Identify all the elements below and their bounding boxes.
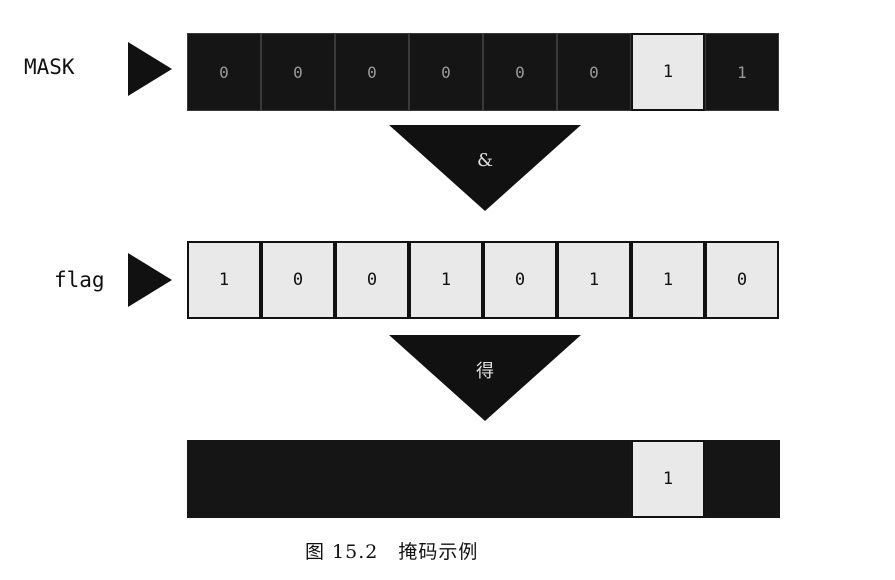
mask-bit-cell: 0 (409, 33, 483, 111)
flag-pointer-arrow (128, 253, 172, 307)
result-bit-cell (335, 440, 409, 518)
result-bit-cell (557, 440, 631, 518)
flag-bit-cell: 0 (705, 241, 779, 319)
result-bit-cell (187, 440, 261, 518)
mask-bit-cell: 0 (483, 33, 557, 111)
mask-bit-cell: 0 (557, 33, 631, 111)
result-operator-symbol: 得 (476, 361, 494, 382)
result-bit-row: 1 (187, 440, 780, 518)
result-bit-cell (705, 440, 779, 518)
and-operator-symbol: & (476, 150, 494, 171)
flag-bit-cell: 0 (335, 241, 409, 319)
mask-pointer-arrow (128, 42, 172, 96)
result-bit-cell (409, 440, 483, 518)
flag-label: flag (54, 268, 105, 292)
mask-bit-cell: 1 (705, 33, 779, 111)
flag-bit-cell: 1 (557, 241, 631, 319)
result-operator-triangle (389, 335, 581, 421)
flag-bit-cell: 1 (631, 241, 705, 319)
result-bit-cell (261, 440, 335, 518)
figure-caption: 图 15.2 掩码示例 (305, 541, 479, 563)
mask-label: MASK (24, 55, 75, 79)
and-operator-triangle (389, 125, 581, 211)
mask-bit-cell: 0 (187, 33, 261, 111)
mask-bit-cell: 0 (261, 33, 335, 111)
flag-bit-cell: 0 (483, 241, 557, 319)
mask-bit-cell: 1 (631, 33, 705, 111)
flag-bit-cell: 1 (409, 241, 483, 319)
result-bit-cell: 1 (631, 440, 705, 518)
result-bit-cell (483, 440, 557, 518)
flag-bit-cell: 0 (261, 241, 335, 319)
flag-bit-cell: 1 (187, 241, 261, 319)
mask-bit-cell: 0 (335, 33, 409, 111)
